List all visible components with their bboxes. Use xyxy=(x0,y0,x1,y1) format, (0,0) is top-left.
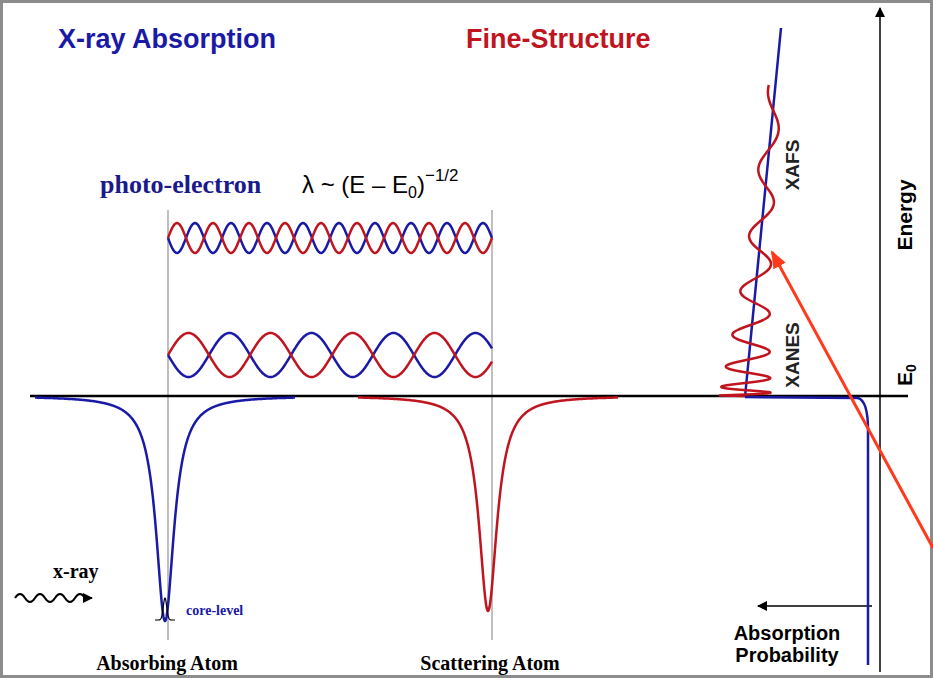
absorption-edge xyxy=(745,28,781,397)
probability-axis xyxy=(758,605,872,607)
photoelectron-wave xyxy=(168,333,492,377)
potential-well xyxy=(35,398,295,621)
energy-axis xyxy=(879,8,881,672)
xray-wave xyxy=(15,594,92,602)
core-level-label: core-level xyxy=(186,603,243,619)
pointer-arrow xyxy=(772,252,933,548)
core-level-peak xyxy=(155,598,175,620)
photoelectron-wave xyxy=(168,333,492,377)
region-label: XANES xyxy=(782,322,804,387)
formula-subscript: 0 xyxy=(408,184,417,201)
edge-energy-subscript: 0 xyxy=(903,364,919,372)
axis-label: Absorption Probability xyxy=(712,622,862,666)
photoelectron-wave xyxy=(168,223,492,253)
atom-label: Absorbing Atom xyxy=(96,652,238,675)
xray-label: x-ray xyxy=(53,560,99,583)
edge-energy-part: E xyxy=(893,372,916,386)
region-label: XAFS xyxy=(782,140,804,191)
photoelectron-wave xyxy=(168,223,492,253)
fine-structure-curve xyxy=(720,85,779,396)
guide-line xyxy=(167,210,169,640)
title-part: Fine-Structure xyxy=(466,24,651,55)
edge-energy-label: E0 xyxy=(893,364,919,386)
axis-label: Energy xyxy=(893,179,917,250)
formula-exponent: −1/2 xyxy=(425,166,459,185)
title-part: X-ray Absorption xyxy=(58,24,276,55)
wavelength-formula: λ ~ (E – E0)−1/2 xyxy=(302,166,459,202)
potential-well xyxy=(358,398,618,612)
atom-label: Scattering Atom xyxy=(420,652,559,675)
formula-part: ) xyxy=(417,171,425,198)
formula-part: λ ~ (E – E xyxy=(302,171,408,198)
photoelectron-label: photo-electron xyxy=(100,170,261,200)
